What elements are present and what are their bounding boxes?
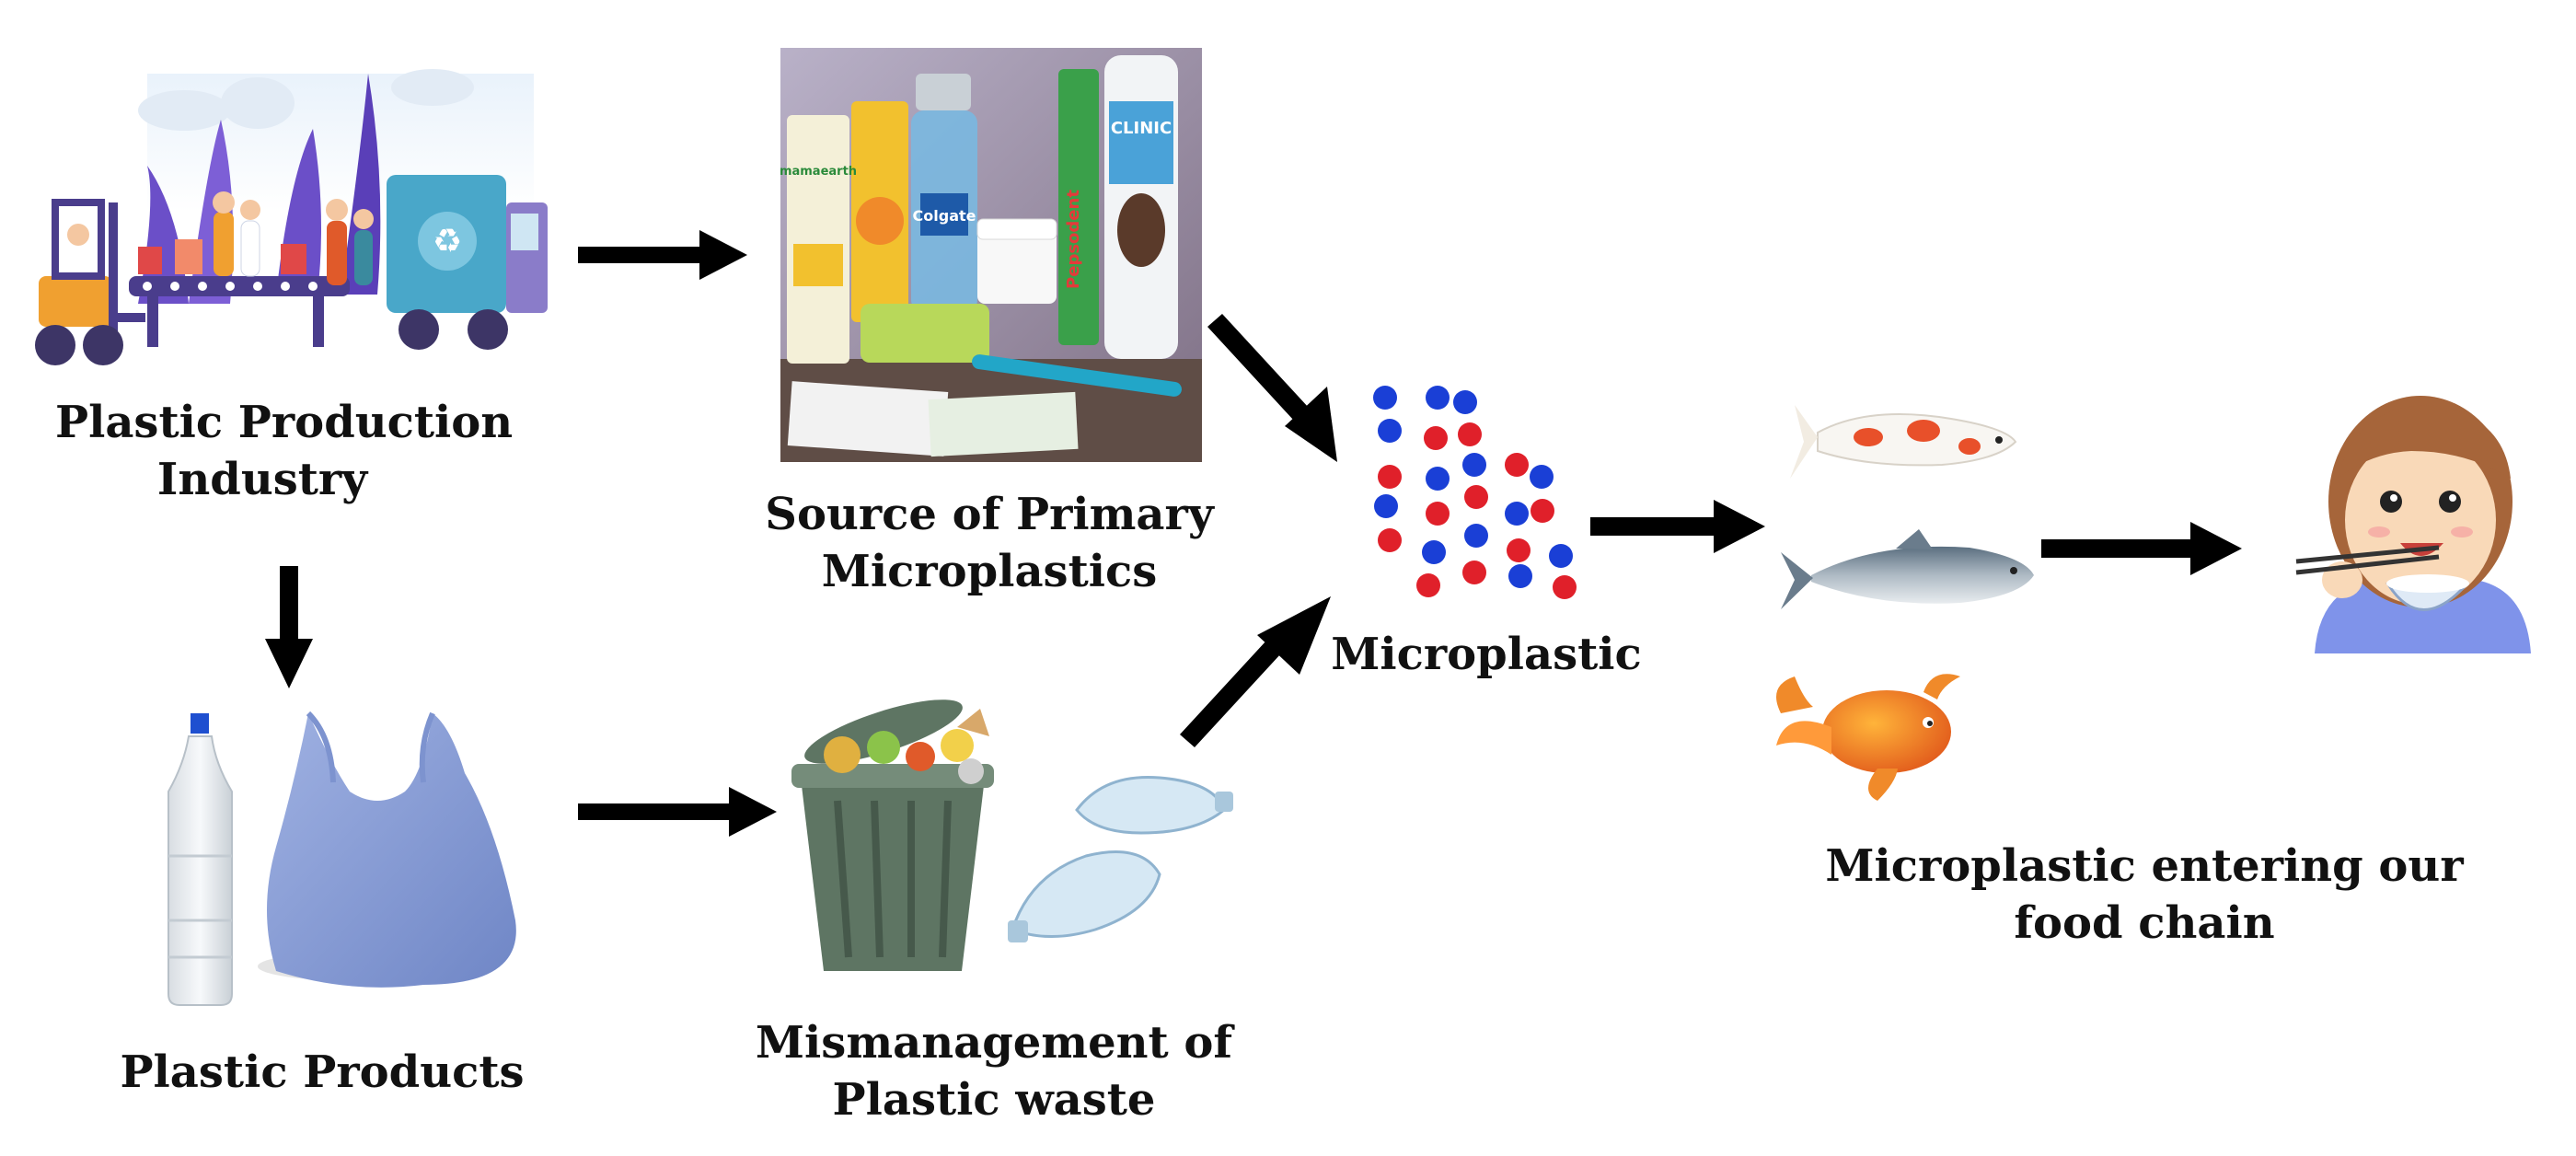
- waste-label-line-1: Mismanagement of: [755, 1017, 1233, 1069]
- microplastic-particle: [1464, 485, 1488, 509]
- arrow-waste-to-microplastic: [1180, 596, 1331, 747]
- microplastic-particle: [1462, 453, 1486, 477]
- microplastic-particle: [1530, 465, 1554, 489]
- arrows: [265, 230, 2242, 837]
- microplastic-particles: [1373, 386, 1577, 599]
- waste-illustration: [791, 699, 1233, 971]
- microplastic-particle: [1505, 453, 1529, 477]
- waste-label: Mismanagement of Plastic waste: [736, 1014, 1252, 1128]
- clinic-label: CLINIC: [1111, 119, 1172, 138]
- microplastic-particle: [1453, 390, 1477, 414]
- person-eating: [2295, 396, 2531, 653]
- microplastic-particle: [1549, 544, 1573, 568]
- waste-label-line-2: Plastic waste: [832, 1074, 1156, 1126]
- microplastic-particle: [1553, 575, 1577, 599]
- microplastic-particle: [1458, 422, 1482, 446]
- arrow-microplastic-to-fish: [1590, 500, 1765, 553]
- microplastic-particle: [1462, 561, 1486, 584]
- food-chain-label: Microplastic entering our food chain: [1822, 838, 2466, 952]
- microplastic-particle: [1531, 499, 1554, 523]
- primary-label-line-2: Microplastics: [821, 546, 1158, 597]
- microplastic-particle: [1426, 467, 1450, 491]
- svg-text:♻: ♻: [433, 223, 462, 260]
- koi-fish: [1790, 405, 2017, 479]
- plastic-products-illustration: [167, 711, 516, 1006]
- colgate-label: Colgate: [913, 207, 976, 225]
- goldfish: [1776, 674, 1960, 801]
- arrow-primary-to-microplastic: [1207, 314, 1337, 462]
- arrow-products-to-waste: [578, 787, 777, 837]
- microplastic-label: Microplastic: [1307, 626, 1666, 683]
- industry-label-line-1: Plastic Production: [55, 397, 514, 448]
- microplastic-particle: [1426, 502, 1450, 526]
- primary-label-line-1: Source of Primary: [765, 489, 1214, 540]
- microplastic-particle: [1507, 538, 1531, 562]
- microplastic-particle: [1378, 465, 1402, 489]
- microplastic-particle: [1464, 524, 1488, 548]
- plastic-products-label: Plastic Products: [92, 1044, 552, 1101]
- food-chain-label-line-1: Microplastic entering our: [1825, 840, 2464, 892]
- microplastic-particle: [1373, 386, 1397, 410]
- microplastic-particle: [1505, 502, 1529, 526]
- microplastic-particle: [1378, 419, 1402, 443]
- primary-microplastics-label: Source of Primary Microplastics: [755, 486, 1224, 600]
- microplastic-particle: [1378, 528, 1402, 552]
- pepsodent-label: Pepsodent: [1064, 190, 1083, 289]
- food-chain-label-line-2: food chain: [2014, 897, 2275, 949]
- arrow-fish-to-human: [2041, 522, 2242, 575]
- microplastic-particle: [1422, 540, 1446, 564]
- arrow-industry-to-primary: [578, 230, 747, 280]
- silver-fish: [1781, 529, 2034, 609]
- industry-illustration: ♻: [35, 69, 548, 365]
- cosmetic-products-photo: CLINIC Pepsodent Colgate mamaearth: [780, 48, 1202, 462]
- products-label-line-1: Plastic Products: [120, 1046, 525, 1098]
- microplastic-particle: [1424, 426, 1448, 450]
- arrow-industry-to-products: [265, 566, 313, 688]
- microplastic-label-line-1: Microplastic: [1331, 629, 1642, 680]
- mamaearth-label: mamaearth: [780, 165, 857, 179]
- industry-label: Plastic Production Industry: [55, 394, 514, 508]
- microplastic-particle: [1374, 494, 1398, 518]
- microplastic-particle: [1416, 573, 1440, 597]
- microplastic-particle: [1508, 564, 1532, 588]
- microplastic-particle: [1426, 386, 1450, 410]
- industry-label-line-2: Industry: [156, 454, 368, 505]
